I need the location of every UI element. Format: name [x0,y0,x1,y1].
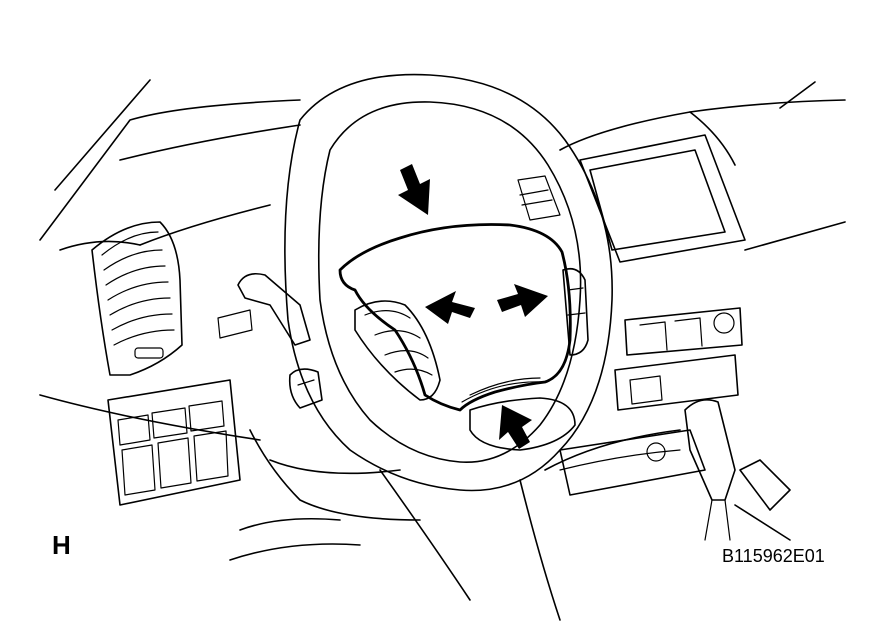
steering-pad [338,223,572,412]
arrow-left [425,291,475,324]
left-switch-panel [107,379,241,506]
right-spoke-switch [562,267,589,356]
steering-column-switch [354,300,441,401]
arrow-bottom [499,405,532,449]
arrow-top [398,164,430,215]
figure-code: B115962E01 [722,546,825,566]
lower-dash-lines [229,429,681,621]
center-console [517,134,746,496]
steering-wheel-rim [284,73,613,492]
dashboard-outline [39,79,846,441]
lower-spoke [469,397,576,451]
view-label: H [52,530,71,560]
arrow-right [497,284,548,317]
left-air-vent [91,221,183,376]
arrows [398,164,548,449]
shift-lever [684,399,791,541]
turn-signal-stalk [217,272,323,409]
